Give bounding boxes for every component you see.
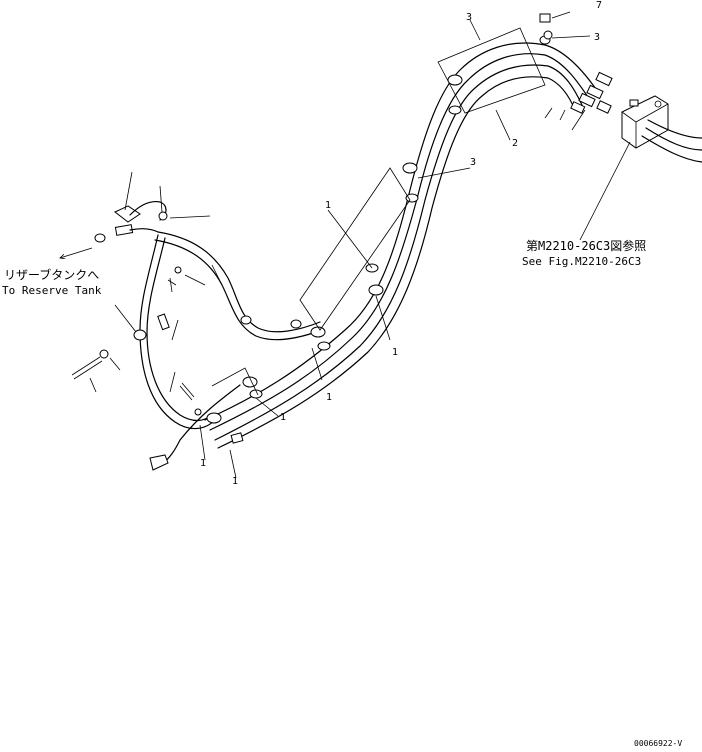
see-figure-label-jp: 第M2210-26C3図参照: [526, 238, 646, 253]
part-number-1-bottom: 1: [200, 458, 206, 469]
part-number-3-top: 3: [466, 12, 472, 23]
reserve-tank-label-en: To Reserve Tank: [2, 284, 102, 297]
drawing-number: 00066922-V: [634, 739, 682, 748]
part-number-1-upper: 1: [325, 200, 331, 211]
valve-block: [621, 95, 702, 163]
reserve-tank-label-jp: リザーブタンクへ: [4, 267, 99, 282]
clamps: [133, 35, 551, 424]
fittings-upper-right: [539, 13, 613, 114]
hose-bundle: [139, 42, 601, 465]
see-figure-label-en: See Fig.M2210-26C3: [522, 255, 641, 268]
part-number-2: 2: [512, 138, 518, 149]
part-number-1-mid: 1: [392, 347, 398, 358]
reference-callouts: リザーブタンクへ To Reserve Tank 第M2210-26C3図参照 …: [2, 238, 682, 748]
part-number-1-right: 1: [232, 476, 238, 487]
part-number-1-lower: 1: [280, 412, 286, 423]
left-fittings: [71, 200, 244, 471]
part-number-1-low: 1: [326, 392, 332, 403]
part-number-3-right: 3: [594, 32, 600, 43]
part-number-labels: 3 7 3 2 3 1 1 1 1 1 1: [200, 0, 602, 487]
leader-lines: [60, 11, 631, 479]
part-number-3-mid: 3: [470, 157, 476, 168]
part-number-7-top: 7: [596, 0, 602, 11]
